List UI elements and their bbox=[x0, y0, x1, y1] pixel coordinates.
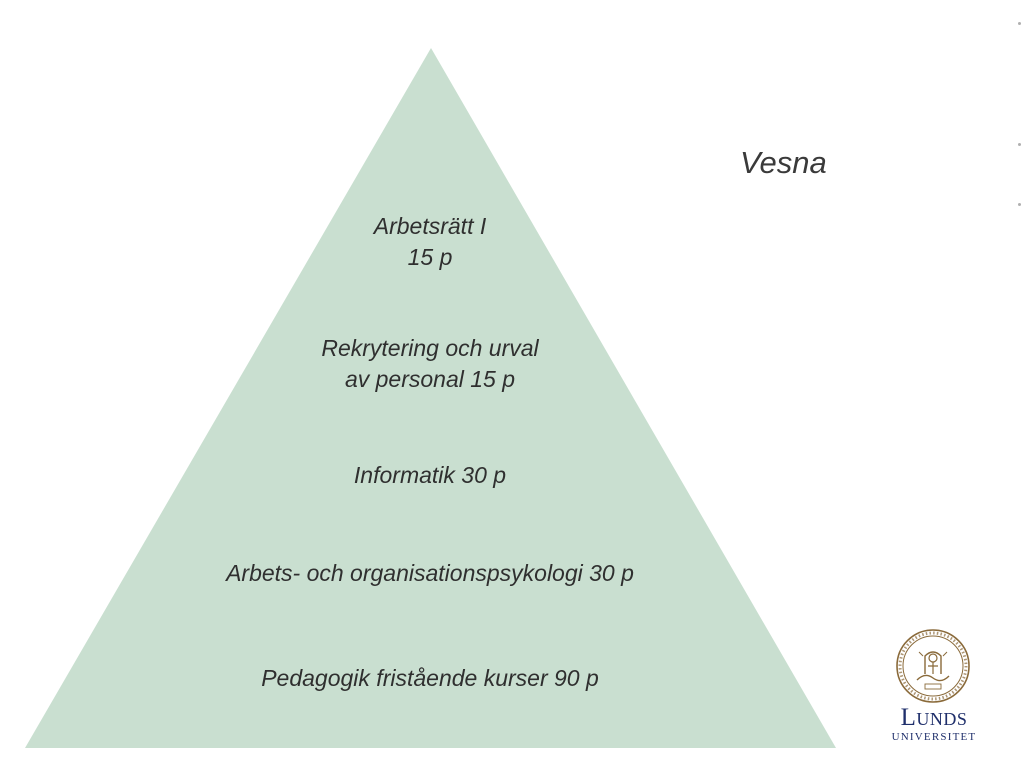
edge-marks bbox=[1016, 0, 1024, 778]
layer-line: Pedagogik fristående kurser 90 p bbox=[261, 665, 599, 691]
university-seal-icon bbox=[896, 629, 970, 703]
edge-dot bbox=[1018, 22, 1021, 25]
pyramid-layer-pedagogik: Pedagogik fristående kurser 90 p bbox=[130, 663, 730, 694]
layer-line: Arbets- och organisationspsykologi 30 p bbox=[226, 560, 634, 586]
logo-subtitle: UNIVERSITET bbox=[891, 731, 977, 743]
lund-university-logo: Lunds UNIVERSITET bbox=[880, 628, 990, 748]
pyramid-layer-psykologi: Arbets- och organisationspsykologi 30 p bbox=[130, 558, 730, 589]
layer-line: Rekrytering och urval bbox=[321, 335, 539, 361]
logo-name: Lunds bbox=[900, 704, 968, 731]
pyramid-layer-informatik: Informatik 30 p bbox=[130, 460, 730, 491]
edge-dot bbox=[1018, 203, 1021, 206]
edge-dot bbox=[1018, 143, 1021, 146]
pyramid-layer-arbetsratt: Arbetsrätt I 15 p bbox=[130, 211, 730, 273]
pyramid-layer-rekrytering: Rekrytering och urval av personal 15 p bbox=[130, 333, 730, 395]
layer-line: av personal 15 p bbox=[344, 366, 516, 392]
layer-line: Arbetsrätt I bbox=[373, 213, 487, 239]
person-name: Vesna bbox=[740, 145, 827, 180]
layer-line: Informatik 30 p bbox=[353, 462, 507, 488]
layer-line: 15 p bbox=[407, 244, 453, 270]
